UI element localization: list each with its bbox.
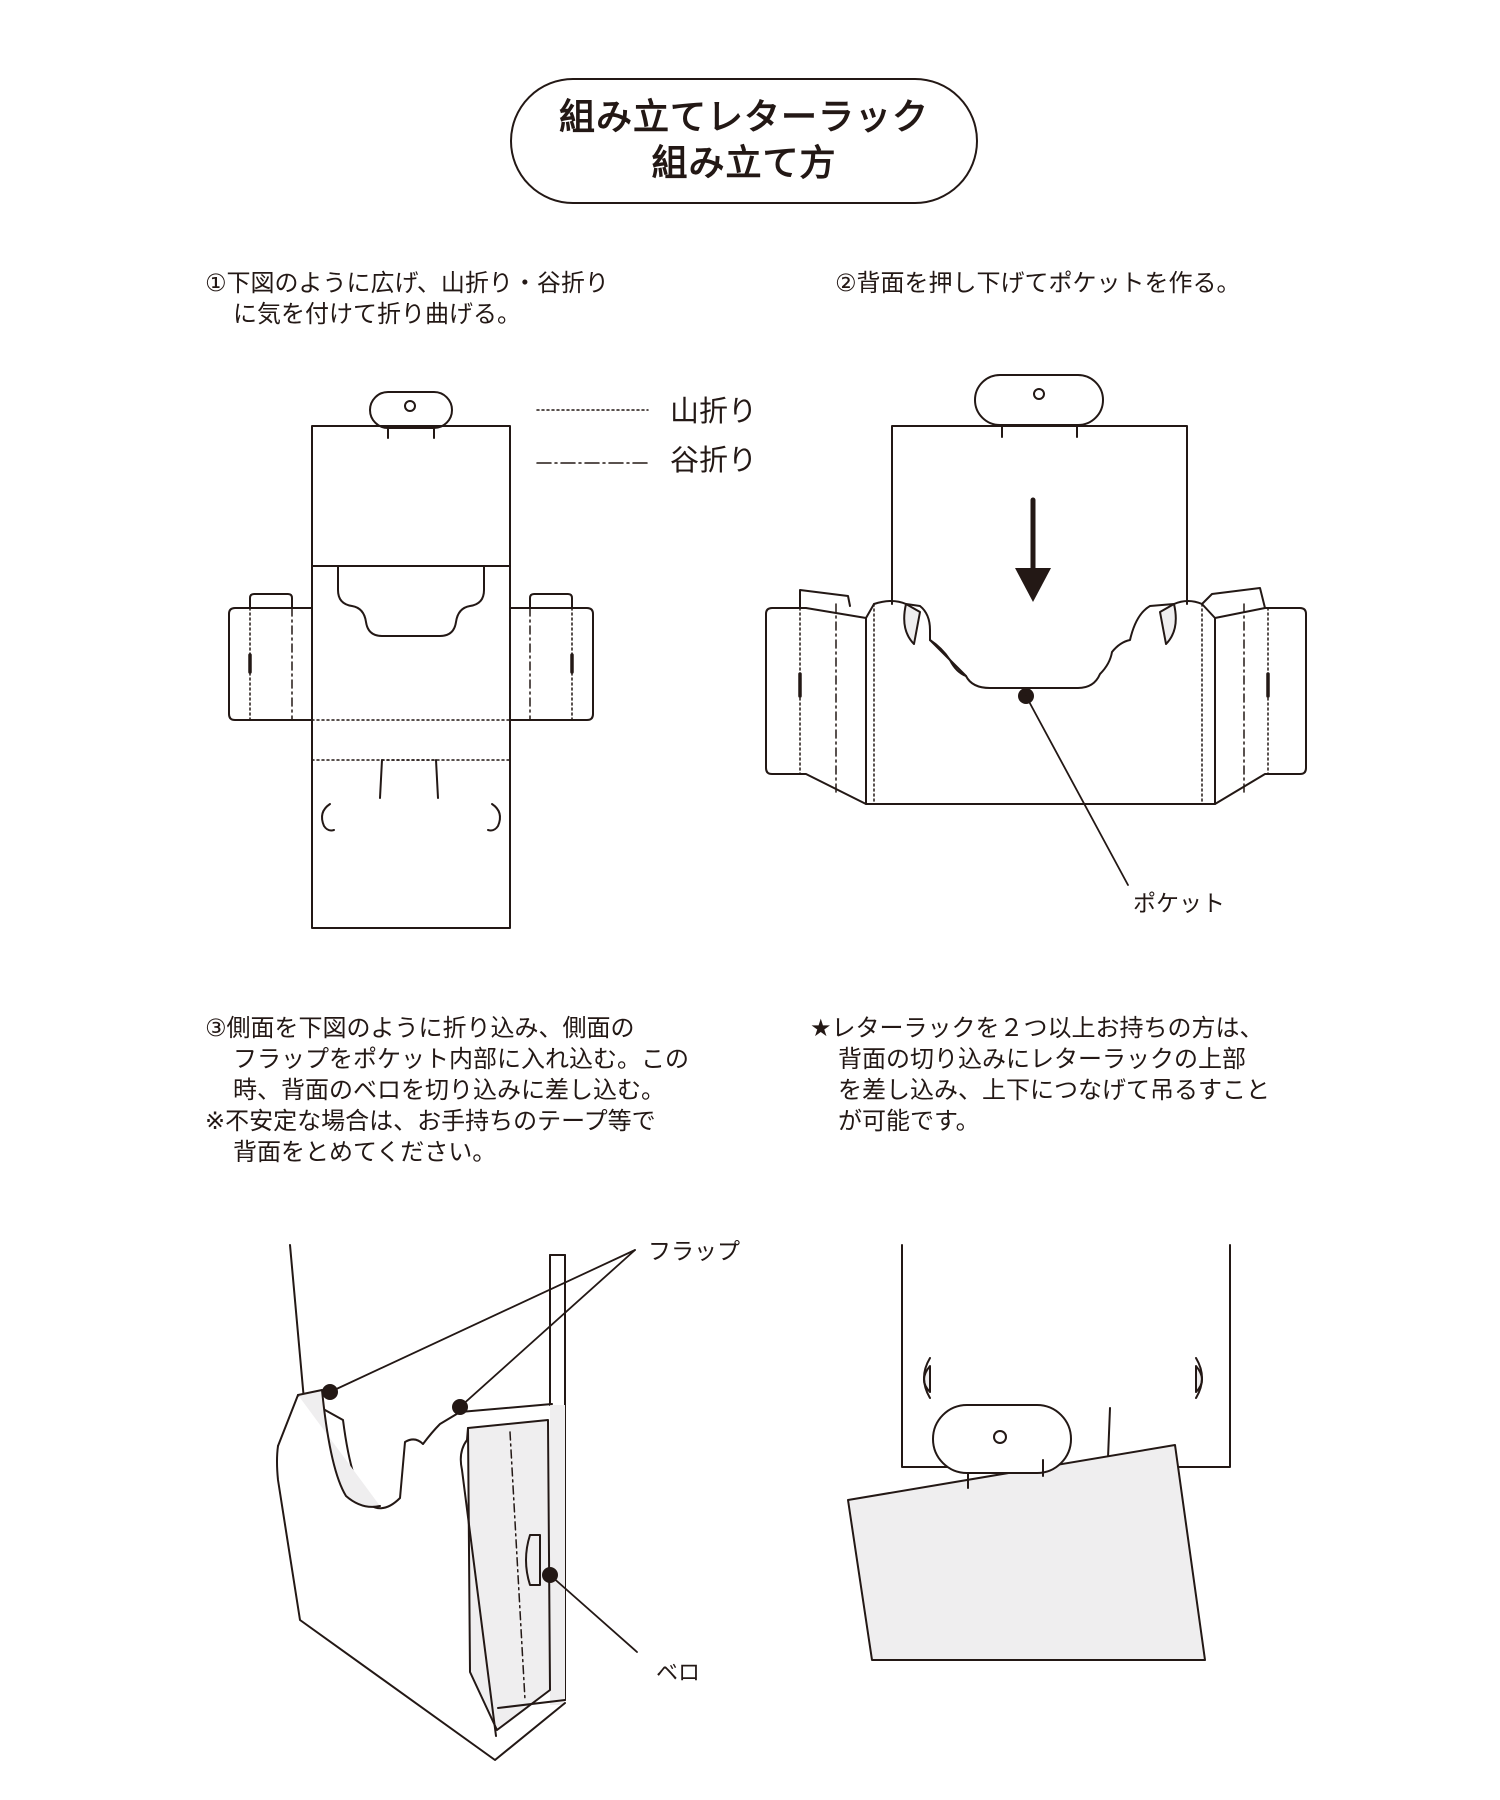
title-badge: 組み立てレターラック 組み立て方: [510, 78, 978, 204]
legend-mountain-fold-label: 山折り: [670, 394, 758, 428]
diagram-3-side-fold: [276, 1244, 638, 1761]
flap-callout-line: [459, 1249, 636, 1408]
step4-line: を差し込み、上下につなげて吊るすこと: [838, 1076, 1270, 1104]
diagram-4-stacking: [847, 1244, 1231, 1661]
step3-line: ③側面を下図のように折り込み、側面の: [205, 1014, 635, 1042]
step4-line: 背面の切り込みにレターラックの上部: [838, 1045, 1246, 1073]
step4-text: ★レターラックを２つ以上お持ちの方は、 背面の切り込みにレターラックの上部 を差…: [810, 1013, 1270, 1137]
step2-text: ②背面を押し下げてポケットを作る。: [835, 268, 1241, 299]
step3-line: フラップをポケット内部に入れ込む。この: [233, 1045, 689, 1073]
pocket-callout-line: [1025, 695, 1129, 886]
step1-line: に気を付けて折り曲げる。: [233, 300, 521, 328]
flap-callout-line: [329, 1249, 636, 1393]
step3-text: ③側面を下図のように折り込み、側面の フラップをポケット内部に入れ込む。この 時…: [205, 1013, 689, 1168]
legend-valley-fold-label: 谷折り: [670, 443, 758, 477]
step1-text: ①下図のように広げ、山折り・谷折り に気を付けて折り曲げる。: [205, 268, 609, 330]
step3-line: 時、背面のベロを切り込みに差し込む。: [233, 1076, 665, 1104]
step3-note: ※不安定な場合は、お手持ちのテープ等で: [205, 1107, 656, 1135]
tongue-label: ベロ: [656, 1661, 701, 1686]
diagram-1-unfolded-net: [228, 391, 594, 929]
step4-line: が可能です。: [838, 1107, 980, 1135]
diagram-2-pocket: [765, 374, 1307, 886]
step1-line: ①下図のように広げ、山折り・谷折り: [205, 269, 609, 297]
step3-note: 背面をとめてください。: [233, 1138, 497, 1166]
step4-line: ★レターラックを２つ以上お持ちの方は、: [810, 1014, 1264, 1042]
title-line-2: 組み立て方: [651, 143, 837, 184]
flap-label: フラップ: [648, 1239, 740, 1265]
title-line-1: 組み立てレターラック: [558, 97, 929, 138]
down-arrow-icon: [1015, 497, 1051, 602]
pocket-label: ポケット: [1133, 891, 1225, 917]
tongue-callout-line: [549, 1574, 638, 1653]
step2-line: ②背面を押し下げてポケットを作る。: [835, 269, 1241, 297]
